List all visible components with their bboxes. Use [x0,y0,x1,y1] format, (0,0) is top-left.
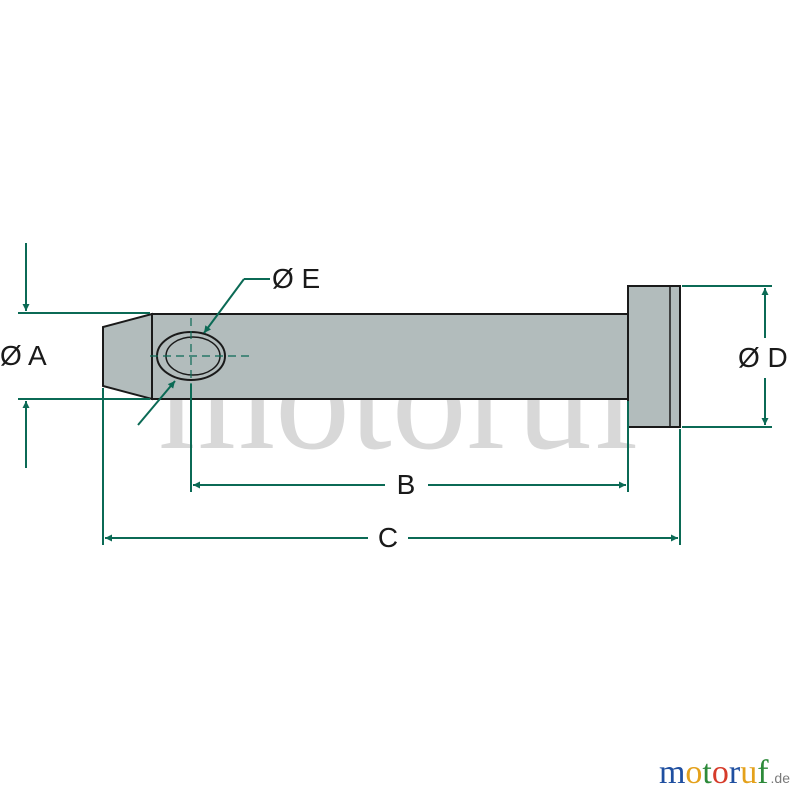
label-dia-e: Ø E [272,263,320,294]
motoruf-logo: motoruf.de [659,754,790,792]
logo-letter: o [685,754,703,791]
logo-tld: .de [770,770,790,786]
logo-letter: m [658,754,686,791]
label-dia-d: Ø D [738,342,788,373]
logo-letters: motoruf [659,754,769,791]
logo-letter: r [728,754,741,791]
logo-letter: u [740,754,758,791]
dim-e-leader-diagonal [203,278,245,334]
label-length-b: B [397,469,416,500]
logo-letter: t [702,754,712,791]
label-length-c: C [378,522,398,553]
logo-letter: f [757,754,769,791]
label-dia-a: Ø A [0,340,47,371]
dim-e-leader-lower [137,380,176,426]
pin-chamfer-tip [102,312,153,401]
pin-head [627,285,681,428]
logo-letter: o [711,754,729,791]
dimension-lines [18,243,772,545]
